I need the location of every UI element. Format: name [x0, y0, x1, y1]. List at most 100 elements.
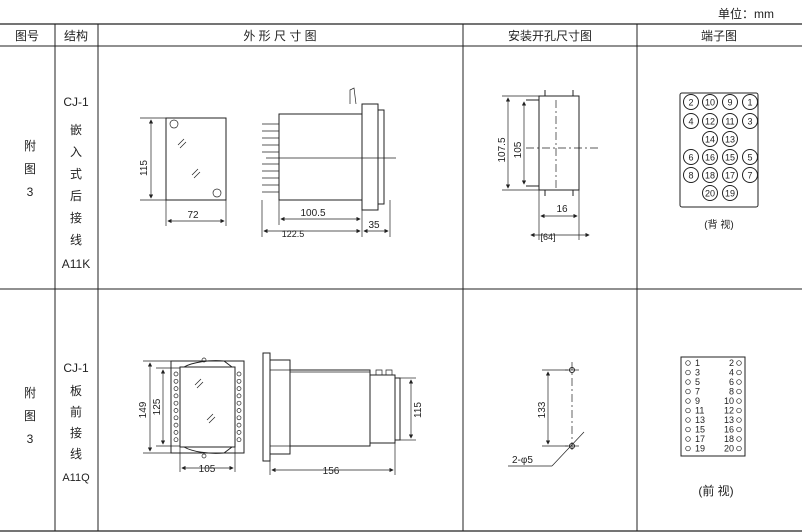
terminal-8-label: 8	[688, 171, 693, 181]
row2-fig-0: 附	[24, 386, 36, 400]
front-pin-right	[236, 400, 242, 406]
terminal-20-circle	[702, 185, 718, 201]
terminal-left-dot	[685, 398, 691, 404]
front-pin-right	[236, 378, 242, 384]
terminal-left-label: 19	[695, 444, 705, 454]
row1-struct-3: 式	[70, 167, 82, 181]
row1-struct-5: 接	[70, 210, 82, 225]
terminal-17-label: 17	[725, 171, 735, 181]
terminal-5-label: 5	[747, 153, 752, 163]
terminal-right-label: 4	[729, 368, 734, 378]
front-pin-left	[173, 415, 179, 421]
terminal-1-circle	[742, 94, 758, 110]
terminal-left-label: 17	[695, 434, 705, 444]
front-pin-left	[173, 437, 179, 443]
row1-fig-0: 附	[24, 139, 36, 153]
dim-64: [64]	[540, 232, 555, 242]
dim-149: 149	[138, 401, 149, 418]
dim-2-phi5: 2-φ5	[512, 455, 533, 466]
terminal-left-dot	[685, 369, 691, 376]
front-pin-right	[236, 408, 242, 413]
header-structure: 结构	[64, 28, 88, 43]
front-pin-left	[173, 386, 179, 391]
row1-terminal-caption: (背 视)	[704, 218, 733, 231]
terminal-left-dot	[685, 417, 691, 423]
terminal-10-circle	[702, 94, 718, 110]
terminal-16-label: 16	[705, 153, 715, 163]
terminal-19-circle	[722, 185, 738, 201]
row2-fig-label: 附 图 3	[24, 386, 36, 446]
dim-133: 133	[537, 401, 548, 418]
terminal-6-label: 6	[688, 153, 693, 163]
terminal-right-label: 8	[729, 387, 734, 397]
row2-front-view	[143, 357, 245, 472]
terminal-left-dot	[685, 445, 691, 452]
row1-struct-7: A11K	[62, 257, 90, 271]
terminal-7-label: 7	[747, 171, 752, 181]
terminal-14-circle	[702, 131, 718, 147]
front-pin-left	[173, 371, 179, 377]
terminal-right-dot	[736, 379, 742, 385]
dim-115-r2: 115	[413, 402, 424, 418]
dim-105-r2: 105	[199, 464, 216, 475]
terminal-right-dot	[736, 369, 742, 376]
terminal-right-dot	[736, 445, 742, 452]
terminal-right-dot	[736, 407, 742, 414]
terminal-11-circle	[722, 113, 738, 129]
row1-struct-1: 嵌	[70, 123, 82, 137]
row1-struct-2: 入	[70, 145, 82, 159]
terminal-left-label: 15	[695, 425, 705, 435]
front-pin-right	[236, 371, 242, 377]
terminal-right-dot	[736, 426, 742, 433]
front-pin-left	[173, 422, 179, 428]
row2-struct-3: 接	[70, 425, 82, 440]
terminal-right-label: 20	[724, 444, 734, 454]
row1-fig-label: 附 图 3	[24, 139, 36, 199]
terminal-left-label: 5	[695, 377, 700, 387]
terminal-19-label: 19	[725, 189, 735, 199]
terminal-right-label: 16	[724, 425, 734, 435]
row2-fig-2: 3	[27, 432, 34, 446]
terminal-right-dot	[736, 436, 742, 442]
front-pin-right	[236, 437, 242, 443]
row1-structure-label: CJ-1 嵌 入 式 后 接 线 A11K	[62, 95, 90, 271]
dim-16: 16	[556, 204, 568, 215]
row1-cutout-view	[502, 90, 600, 240]
terminal-left-dot	[685, 360, 691, 366]
terminal-left-label: 7	[695, 387, 700, 397]
terminal-12-label: 12	[705, 117, 715, 127]
terminal-right-label: 12	[724, 406, 734, 416]
terminal-7-circle	[742, 167, 758, 183]
terminal-right-dot	[736, 388, 742, 395]
dim-156: 156	[323, 466, 340, 477]
row2-struct-0: CJ-1	[63, 361, 89, 375]
terminal-left-label: 13	[695, 415, 705, 425]
front-pin-right	[236, 430, 242, 435]
terminal-15-label: 15	[725, 153, 735, 163]
terminal-4-circle	[683, 113, 699, 129]
terminal-20-label: 20	[705, 189, 715, 199]
terminal-left-dot	[685, 407, 691, 414]
row2-struct-2: 前	[70, 404, 82, 419]
terminal-8-circle	[683, 167, 699, 183]
terminal-9-circle	[722, 94, 738, 110]
terminal-left-dot	[685, 388, 691, 395]
front-pin-left	[173, 378, 179, 384]
terminal-right-label: 6	[729, 377, 734, 387]
dim-107-5: 107.5	[497, 137, 508, 162]
dim-115-r1: 115	[139, 160, 150, 176]
terminal-left-label: 3	[695, 368, 700, 378]
row1-fig-2: 3	[27, 185, 34, 199]
row1-side-view	[261, 87, 396, 237]
terminal-right-label: 2	[729, 358, 734, 368]
row1-struct-4: 后	[70, 189, 82, 203]
dim-105-r1: 105	[513, 141, 524, 158]
front-pin-right	[236, 422, 242, 428]
terminal-14-label: 14	[705, 135, 715, 145]
row1-fig-1: 图	[24, 162, 36, 176]
terminal-left-label: 1	[695, 358, 700, 368]
row2-terminal-caption: (前 视)	[698, 483, 733, 498]
row2-front-pins	[173, 371, 242, 443]
